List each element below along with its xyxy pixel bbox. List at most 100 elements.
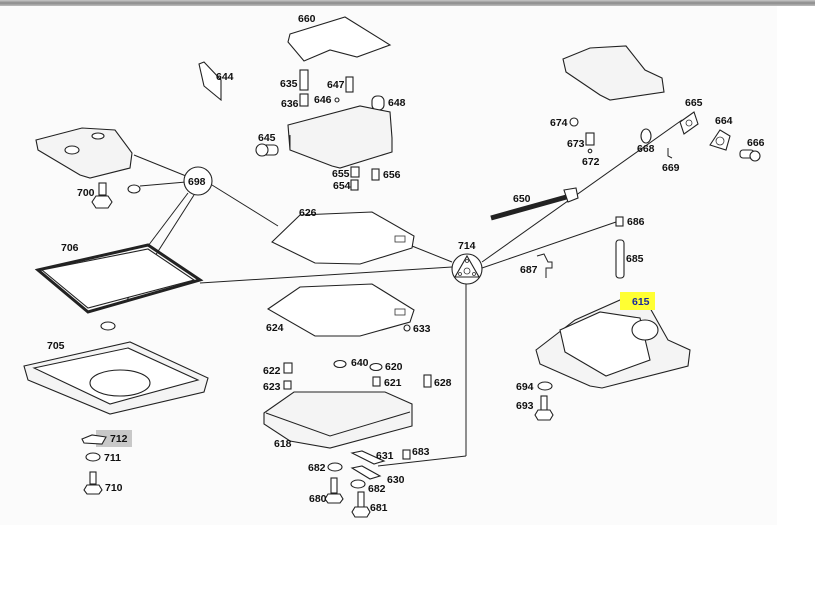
selected-highlight	[620, 292, 655, 310]
hover-highlight	[96, 430, 132, 447]
part-665[interactable]: 665	[679, 97, 703, 135]
part-618-label: 618	[274, 438, 292, 450]
part-687[interactable]: 687	[520, 253, 553, 278]
part-648[interactable]: 648	[371, 95, 406, 111]
window-top-border	[0, 0, 815, 6]
part-620-label: 620	[385, 361, 403, 373]
part-626[interactable]: 626	[271, 207, 415, 265]
part-656-label: 656	[383, 169, 401, 181]
part-647[interactable]: 647	[327, 76, 354, 93]
part-665-label: 665	[685, 97, 703, 109]
part-o-ring[interactable]	[127, 184, 141, 194]
part-706[interactable]: 706	[34, 242, 204, 314]
part-705-label: 705	[47, 340, 65, 352]
part-655-label: 655	[332, 168, 350, 180]
part-686[interactable]: 686	[615, 216, 645, 228]
part-674[interactable]: 674	[550, 117, 579, 129]
part-660-label: 660	[298, 13, 316, 25]
part-682-a[interactable]: 682	[308, 462, 343, 474]
part-686-label: 686	[627, 216, 645, 228]
part-filter[interactable]	[35, 127, 133, 179]
part-673[interactable]: 673	[567, 132, 595, 150]
part-636-label: 636	[281, 98, 299, 110]
part-635-label: 635	[280, 78, 298, 90]
part-694[interactable]: 694	[516, 381, 553, 393]
part-672[interactable]: 672	[582, 148, 600, 168]
part-672-label: 672	[582, 156, 600, 168]
part-620[interactable]: 620	[369, 361, 403, 373]
part-693-label: 693	[516, 400, 534, 412]
part-700-label: 700	[77, 187, 95, 199]
part-633[interactable]: 633	[403, 323, 431, 335]
part-673-label: 673	[567, 138, 585, 150]
part-631-label: 631	[376, 450, 394, 462]
part-682-b-label: 682	[368, 483, 386, 495]
part-630[interactable]: 630	[350, 465, 405, 486]
part-712-label: 712	[110, 433, 128, 445]
part-650[interactable]: 650	[490, 187, 579, 221]
part-711[interactable]: 711	[85, 452, 121, 464]
part-623[interactable]: 623	[263, 380, 292, 393]
part-washer[interactable]	[100, 321, 116, 331]
part-681[interactable]: 681	[351, 491, 388, 518]
part-644[interactable]: 644	[198, 61, 234, 102]
part-615[interactable]: 615	[535, 292, 691, 389]
part-624[interactable]: 624	[266, 283, 415, 337]
part-710-label: 710	[105, 482, 123, 494]
part-621[interactable]: 621	[372, 376, 402, 389]
part-664-label: 664	[715, 115, 733, 127]
part-683[interactable]: 683	[402, 446, 430, 460]
part-664[interactable]: 664	[709, 115, 733, 151]
part-645-label: 645	[258, 132, 276, 144]
part-622[interactable]: 622	[263, 362, 293, 377]
part-680-label: 680	[309, 493, 327, 505]
part-618[interactable]: 618	[263, 391, 413, 450]
part-710[interactable]: 710	[83, 471, 123, 495]
part-668[interactable]: 668	[637, 128, 655, 155]
part-666[interactable]: 666	[739, 137, 765, 162]
hub-714[interactable]: 714	[451, 240, 483, 285]
hub-698-label: 698	[188, 176, 206, 188]
part-705[interactable]: 705	[23, 340, 209, 415]
part-706-label: 706	[61, 242, 79, 254]
part-654[interactable]: 654	[333, 179, 359, 192]
part-682-b[interactable]: 682	[350, 479, 386, 495]
part-644-label: 644	[216, 71, 234, 83]
part-685[interactable]: 685	[615, 239, 644, 279]
part-upper-valve-body[interactable]	[562, 45, 665, 101]
part-635[interactable]: 635	[280, 69, 309, 91]
part-648-label: 648	[388, 97, 406, 109]
part-656[interactable]: 656	[371, 168, 401, 181]
part-636[interactable]: 636	[281, 93, 309, 110]
part-700[interactable]: 700	[77, 182, 113, 209]
part-646-label: 646	[314, 94, 332, 106]
part-650-label: 650	[513, 193, 531, 205]
part-685-label: 685	[626, 253, 644, 265]
part-633-label: 633	[413, 323, 431, 335]
part-711-label: 711	[104, 452, 121, 464]
part-645[interactable]: 645	[255, 132, 279, 157]
part-624-label: 624	[266, 322, 284, 334]
hub-698[interactable]: 698	[183, 166, 213, 196]
part-680[interactable]: 680	[309, 477, 344, 505]
part-674-label: 674	[550, 117, 568, 129]
part-631[interactable]: 631	[350, 450, 394, 465]
part-712[interactable]: 712	[81, 430, 132, 447]
part-628-label: 628	[434, 377, 452, 389]
part-669[interactable]: 669	[662, 148, 680, 174]
part-655[interactable]: 655	[332, 166, 360, 180]
part-621-label: 621	[384, 377, 402, 389]
part-683-label: 683	[412, 446, 430, 458]
part-682-a-label: 682	[308, 462, 326, 474]
part-646[interactable]: 646	[314, 94, 340, 106]
part-640-label: 640	[351, 357, 369, 369]
part-693[interactable]: 693	[516, 395, 554, 421]
part-640[interactable]: 640	[333, 357, 369, 369]
part-valve-body[interactable]	[287, 105, 393, 169]
part-668-label: 668	[637, 143, 655, 155]
part-666-label: 666	[747, 137, 765, 149]
part-660[interactable]: 660	[287, 13, 392, 62]
part-628[interactable]: 628	[423, 374, 452, 389]
part-615-label: 615	[632, 296, 650, 308]
